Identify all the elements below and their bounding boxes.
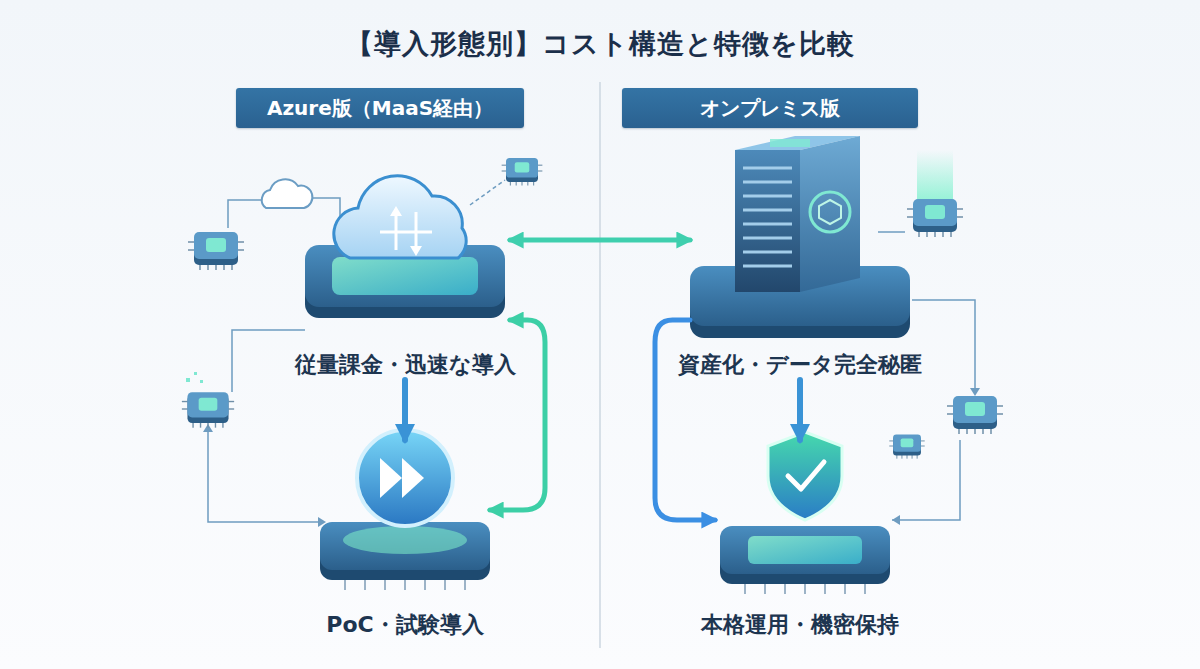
server-side [800, 136, 860, 292]
slot [743, 209, 792, 212]
slot [743, 265, 792, 268]
slab-glow [332, 257, 478, 295]
pin [844, 584, 846, 594]
pin [744, 584, 746, 594]
flow-arrow [510, 238, 690, 243]
flow-arrow [490, 320, 545, 510]
chip-icon [182, 392, 234, 427]
pin [424, 580, 426, 590]
slab-glow [748, 536, 862, 564]
slab-top [320, 522, 490, 570]
chip-icon [889, 435, 924, 459]
pin [464, 580, 466, 590]
platform-band: Azure版（MaaS経由） [236, 88, 524, 128]
glow [343, 526, 467, 554]
poc-chip [320, 430, 490, 590]
flow-arrow [402, 380, 408, 440]
pin [364, 580, 366, 590]
arrow-head [410, 246, 422, 256]
cloud-arrows [380, 212, 432, 250]
node-label: PoC・試験導入 [326, 610, 483, 640]
ff-triangle [380, 458, 402, 498]
node-label-group: 従量課金・迅速な導入 [295, 350, 516, 380]
chip-icon [188, 232, 244, 270]
band-label: オンプレミス版 [700, 95, 840, 122]
wire-head [970, 388, 980, 396]
chip-pins [745, 584, 865, 594]
pin [344, 580, 346, 590]
node-label-group: PoC・試験導入 [326, 610, 483, 640]
chip-icon [947, 396, 1003, 434]
node-label: 資産化・データ完全秘匿 [678, 350, 922, 380]
chip-icon [907, 199, 963, 237]
diagram-title: 【導入形態別】コスト構造と特徴を比較 [0, 26, 1200, 62]
down-arrow [415, 212, 418, 248]
server-platform [690, 136, 910, 338]
slot [743, 223, 792, 226]
data-dot [194, 372, 197, 375]
pin [824, 584, 826, 594]
wire [878, 231, 905, 233]
slot [743, 181, 792, 184]
slab-side [305, 256, 505, 318]
server-front [735, 150, 800, 292]
divider-line [599, 82, 601, 648]
check-mark [788, 462, 824, 489]
node-label-group: 本格運用・機密保持 [701, 610, 899, 640]
shield-chip [720, 432, 890, 594]
slot [743, 251, 792, 254]
server-top-glow [770, 139, 810, 147]
data-dots [186, 372, 203, 383]
fast-forward-disc [357, 430, 453, 526]
pin [404, 580, 406, 590]
node-label-group: 資産化・データ完全秘匿 [678, 350, 922, 380]
slab-top [720, 526, 890, 574]
emblem-hex [819, 200, 841, 224]
wire [232, 330, 305, 392]
chip-pins [345, 580, 465, 590]
pin [804, 584, 806, 594]
data-dot [200, 380, 203, 383]
on-prem-server-node: 資産化・データ完全秘匿 [690, 150, 910, 380]
server-emblem [810, 192, 850, 232]
cloud-shape [334, 176, 466, 258]
flow-arrow [655, 320, 715, 520]
wire [208, 428, 318, 522]
security-chip-node: 本格運用・機密保持 [715, 440, 885, 640]
poc-chip-node: PoC・試験導入 [320, 440, 490, 640]
flow-arrow [797, 380, 803, 440]
wire-heads [203, 388, 980, 527]
slot [743, 195, 792, 198]
pin [444, 580, 446, 590]
wire [228, 200, 262, 228]
platform-band: オンプレミス版 [622, 88, 918, 128]
wire [912, 300, 975, 392]
small-cloud-icon [262, 179, 313, 208]
wire [470, 180, 505, 205]
slot [743, 167, 792, 170]
arrow-head [390, 206, 402, 216]
node-label: 従量課金・迅速な導入 [295, 350, 516, 380]
chip-icon [502, 158, 543, 186]
cloud-platform [305, 176, 505, 318]
wire-head [892, 515, 900, 525]
node-label: 本格運用・機密保持 [701, 610, 899, 640]
pin [784, 584, 786, 594]
pin [864, 584, 866, 594]
band-label: Azure版（MaaS経由） [267, 95, 493, 122]
ff-triangle [402, 458, 424, 498]
pin [764, 584, 766, 594]
cross-line [380, 231, 432, 234]
data-dot [186, 378, 190, 382]
slot [743, 237, 792, 240]
cloud-arrow-heads [390, 206, 422, 256]
pin [384, 580, 386, 590]
shield-icon [768, 432, 842, 520]
drive-slots [743, 168, 792, 266]
cloud-service-node: 従量課金・迅速な導入 [300, 160, 510, 380]
